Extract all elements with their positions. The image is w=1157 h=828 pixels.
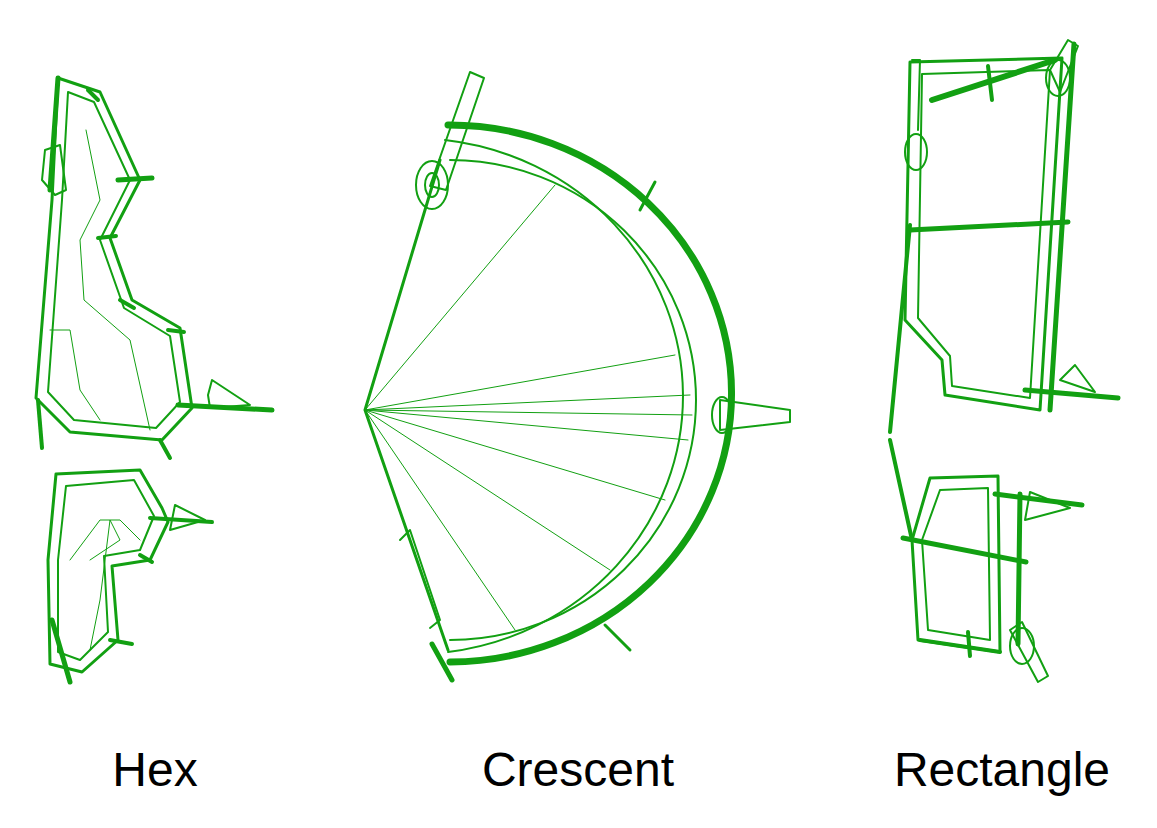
- crescent-sail: [365, 72, 790, 680]
- sail-type-label: Hex: [112, 744, 197, 797]
- hex-sail: [36, 78, 272, 682]
- rectangle-sail: [890, 40, 1118, 682]
- sail-type-label: Rectangle: [894, 744, 1110, 797]
- sail-type-label: Crescent: [482, 744, 674, 797]
